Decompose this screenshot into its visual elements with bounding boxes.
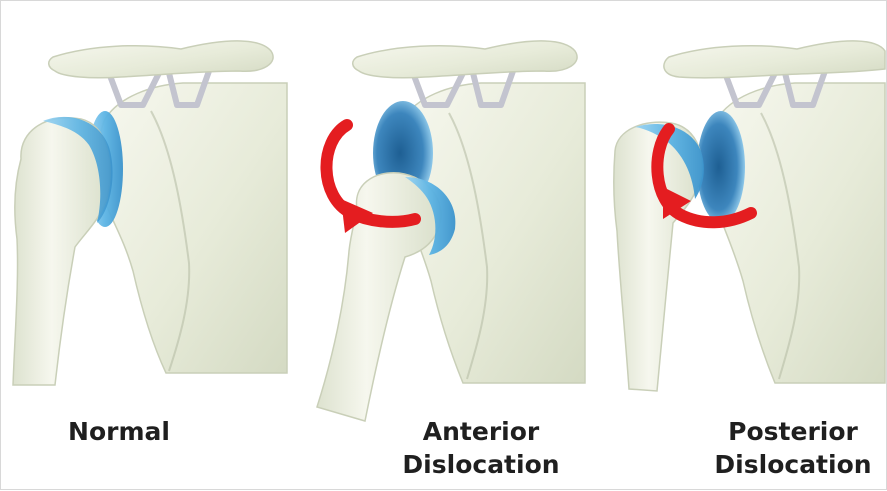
caption-line: Normal [49,415,189,448]
scapula [98,83,287,373]
panel-normal [13,41,287,385]
caption-line: Dislocation [381,448,581,481]
humerus-dislocated [317,173,441,421]
panel-anterior [317,41,585,421]
caption-anterior-dislocation: Anterior Dislocation [381,415,581,481]
caption-posterior-dislocation: Posterior Dislocation [693,415,887,481]
acromion [664,41,885,78]
acromion [49,41,273,78]
caption-line: Posterior [693,415,887,448]
glenoid-socket [697,111,745,223]
caption-line: Dislocation [693,448,887,481]
caption-line: Anterior [381,415,581,448]
acromion [353,41,577,78]
panel-posterior [614,41,885,391]
caption-normal: Normal [49,415,189,448]
